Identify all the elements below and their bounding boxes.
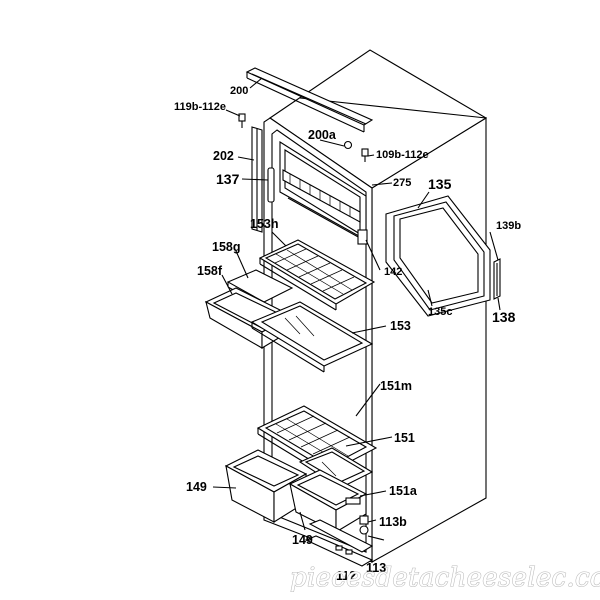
freezer-door-part [385, 195, 491, 317]
screw-109b-icon [361, 148, 369, 162]
screw-200a-icon [343, 140, 353, 150]
label-158g: 158g [212, 240, 241, 254]
label-119b-112e: 119b-112e [174, 101, 226, 113]
top-rail-part [245, 67, 374, 133]
label-138: 138 [492, 309, 516, 325]
part-labels: 200 119b-112e 200a 109b-112e 202 137 275… [174, 85, 521, 583]
roller-foot-icon [359, 515, 369, 535]
crisper-drawer-right [288, 469, 368, 533]
glass-shelf-153 [250, 301, 374, 373]
label-200a: 200a [308, 128, 337, 142]
kick-plate-part [304, 519, 374, 567]
watermark-text: piecesdetacheeselec.com [290, 563, 600, 593]
label-200: 200 [230, 85, 248, 97]
label-139b: 139b [496, 220, 521, 232]
freezer-compartment [279, 141, 368, 245]
label-149-bottom: 149 [292, 533, 313, 547]
label-113: 113 [366, 561, 386, 575]
label-135c: 135c [428, 306, 452, 318]
crisper-drawer-left [224, 449, 308, 523]
label-153h: 153h [250, 217, 279, 231]
handle-137-part [267, 167, 275, 203]
label-275: 275 [393, 177, 411, 189]
label-151a: 151a [389, 484, 418, 498]
label-112: 112 [336, 569, 356, 583]
label-158f: 158f [197, 264, 223, 278]
wire-shelf-153h [258, 239, 376, 311]
label-202: 202 [213, 149, 234, 163]
label-151: 151 [394, 431, 415, 445]
label-113b: 113b [379, 515, 407, 529]
leader-lines [212, 77, 501, 541]
label-151m: 151m [380, 379, 412, 393]
label-137: 137 [216, 171, 240, 187]
label-142: 142 [384, 266, 402, 278]
label-135: 135 [428, 176, 452, 192]
label-149-left: 149 [186, 480, 207, 494]
label-153: 153 [390, 319, 411, 333]
label-109b-112e: 109b-112e [376, 149, 429, 161]
screw-119b-icon [238, 113, 246, 128]
door-handle-part [493, 258, 501, 300]
